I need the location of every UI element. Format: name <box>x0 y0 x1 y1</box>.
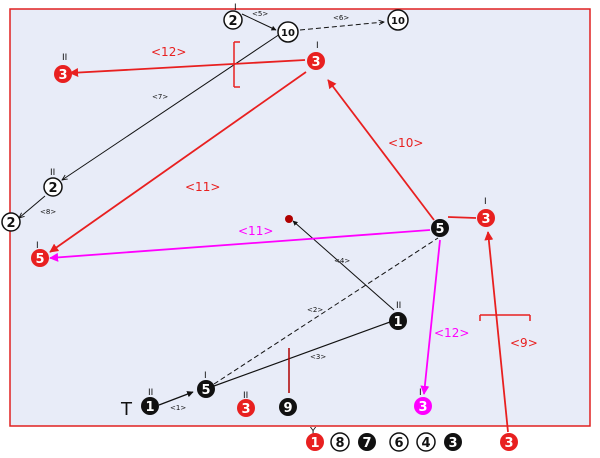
svg-text:5: 5 <box>435 222 444 237</box>
svg-text:7: 7 <box>362 436 371 451</box>
pass-line-8 <box>19 195 46 218</box>
svg-text:3: 3 <box>418 400 427 415</box>
edge-label-12b: <12> <box>434 326 469 340</box>
player-white-2-left-mid[interactable]: 2 <box>43 177 63 197</box>
svg-text:2: 2 <box>6 216 15 231</box>
i-mark-top2: I <box>234 3 237 13</box>
svg-text:3: 3 <box>481 212 490 227</box>
magenta-line-11b <box>49 229 431 262</box>
ii-mark-black1-bottom: II <box>148 388 153 398</box>
edge-label-8: <8> <box>40 208 56 216</box>
edge-label-10: <10> <box>388 136 423 150</box>
svg-text:3: 3 <box>241 402 250 417</box>
red-line-right-short <box>447 216 477 219</box>
player-black-5-right[interactable]: 5 <box>431 219 449 237</box>
ii-mark-red3-bottom: II <box>243 391 248 401</box>
pass-line-3 <box>213 321 391 387</box>
i-mark-center-red: I <box>316 41 319 51</box>
player-red-5-left[interactable]: 5 <box>31 249 49 267</box>
ii-mark-left-red: II <box>62 53 67 63</box>
bench-black-3[interactable]: 3 <box>444 433 462 451</box>
svg-text:10: 10 <box>281 28 295 39</box>
svg-text:1: 1 <box>145 400 154 415</box>
edge-label-4: <4> <box>334 257 350 265</box>
pass-line-4 <box>292 220 395 311</box>
player-red-3-center[interactable]: 3 <box>307 52 325 70</box>
svg-text:5: 5 <box>35 252 44 267</box>
red-line-9 <box>484 231 509 433</box>
player-red-3-left[interactable]: 3 <box>54 65 72 83</box>
red-line-10 <box>327 79 435 221</box>
ii-mark-left-mid: II <box>50 168 55 178</box>
edge-label-9: <9> <box>510 336 538 350</box>
ii-mark-black1-mid: II <box>396 301 401 311</box>
player-red-3-bottom[interactable]: 3 <box>237 399 255 417</box>
edge-label-2: <2> <box>307 306 323 314</box>
bench-red-1[interactable]: 1 <box>306 433 324 451</box>
player-black-5-bottom[interactable]: 5 <box>197 380 215 398</box>
i-mark-magenta3: I <box>419 388 422 398</box>
player-red-3-outside[interactable]: 3 <box>500 433 518 451</box>
svg-text:3: 3 <box>58 68 67 83</box>
edge-label-7: <7> <box>152 93 168 101</box>
i-mark-right-red3: I <box>484 197 487 207</box>
svg-text:8: 8 <box>335 436 344 451</box>
svg-text:9: 9 <box>283 401 292 416</box>
svg-text:2: 2 <box>48 181 57 196</box>
svg-text:5: 5 <box>201 383 210 398</box>
player-black-9-bottom[interactable]: 9 <box>279 398 297 416</box>
ball-marker <box>285 215 293 223</box>
svg-text:4: 4 <box>421 436 430 451</box>
svg-text:1: 1 <box>393 315 402 330</box>
bench-black-7[interactable]: 7 <box>358 433 376 451</box>
edge-label-6: <6> <box>333 14 349 22</box>
player-white-2-left-edge[interactable]: 2 <box>1 212 21 232</box>
player-white-2-top[interactable]: 2 <box>223 10 243 30</box>
bench-white-6[interactable]: 6 <box>389 432 409 452</box>
edge-label-12a: <12> <box>151 45 186 59</box>
player-black-1-bottom[interactable]: 1 <box>141 397 159 415</box>
y-mark: Y <box>309 426 317 437</box>
pass-line-1 <box>158 391 194 406</box>
pass-line-5 <box>241 13 277 31</box>
player-black-1-mid[interactable]: 1 <box>389 312 407 330</box>
i-mark-left-red5: I <box>36 241 39 251</box>
edge-label-11b: <11> <box>238 224 273 238</box>
svg-text:1: 1 <box>310 436 319 451</box>
edge-label-1: <1> <box>170 404 186 412</box>
i-mark-black5-bottom: I <box>204 371 207 381</box>
svg-text:6: 6 <box>394 436 403 451</box>
edge-label-3: <3> <box>310 353 326 361</box>
player-magenta-3[interactable]: 3 <box>414 397 432 415</box>
bench-white-4[interactable]: 4 <box>416 432 436 452</box>
magenta-line-12b <box>420 239 441 395</box>
pass-line-6-dashed <box>299 22 384 31</box>
svg-text:10: 10 <box>391 16 405 27</box>
edge-label-5: <5> <box>252 10 268 18</box>
player-red-3-right[interactable]: 3 <box>477 209 495 227</box>
bench-white-8[interactable]: 8 <box>330 432 350 452</box>
t-mark: T <box>120 399 133 420</box>
red-line-12a <box>69 59 306 78</box>
pass-line-2-dashed <box>213 237 439 385</box>
svg-text:3: 3 <box>311 55 320 70</box>
svg-text:3: 3 <box>448 436 457 451</box>
red-line-11a <box>49 71 307 253</box>
edge-label-11a: <11> <box>185 180 220 194</box>
pass-line-7 <box>62 33 281 180</box>
svg-text:3: 3 <box>504 436 513 451</box>
player-white-10-top[interactable]: 10 <box>277 21 299 43</box>
player-white-10-topright[interactable]: 10 <box>387 9 409 31</box>
svg-text:2: 2 <box>228 14 237 29</box>
